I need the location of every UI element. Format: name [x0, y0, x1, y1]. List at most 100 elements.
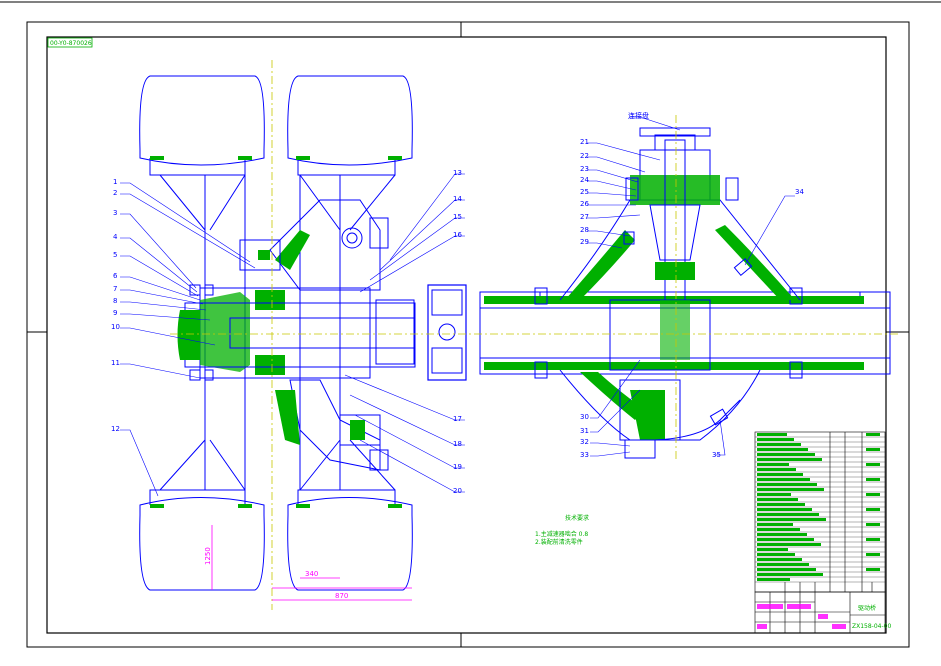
wheel-bolts: [189, 284, 214, 381]
callout-19: 19: [453, 463, 462, 471]
parts-list-entry: [757, 543, 821, 546]
parts-list-entry: [757, 483, 817, 486]
dimension-lines: [211, 525, 412, 601]
parts-list-entry: [757, 433, 787, 436]
tech-req-title: 技术要求: [565, 514, 589, 522]
callouts-diff: 连接盘 21 22 23 24 25 26 27 28 29 30 31 32 …: [580, 111, 804, 459]
parts-list-entry: [757, 518, 826, 521]
parts-list-entry: [757, 473, 803, 476]
callout-24: 24: [580, 176, 589, 184]
parts-list-entry: [757, 468, 796, 471]
callout-top: 连接盘: [628, 111, 649, 120]
parts-list-entry: [757, 563, 809, 566]
parts-list-entry: [757, 528, 800, 531]
parts-list-entry: [757, 488, 824, 491]
title-block-fills: [757, 604, 846, 629]
callout-13: 13: [453, 169, 462, 177]
callout-14: 14: [453, 195, 462, 203]
hub-assembly: [199, 199, 389, 471]
callout-21: 21: [580, 138, 589, 146]
center-lines: [170, 60, 900, 610]
callout-5: 5: [113, 251, 117, 259]
parts-list-qty: [866, 553, 880, 556]
parts-list-entry: [757, 553, 795, 556]
stamp-text: 00-Y0-870026: [50, 40, 92, 47]
callout-1: 1: [113, 178, 117, 186]
callouts-left: 1 2 3 4 5 6 7 8 9 10 11 12: [111, 178, 120, 433]
outer-frame: [26, 21, 910, 648]
callout-32: 32: [580, 438, 589, 446]
inner-frame: [46, 36, 887, 634]
parts-list-entry: [757, 448, 808, 451]
parts-list-rows: [755, 436, 885, 583]
parts-list-qty: [866, 568, 880, 571]
parts-list-entry: [757, 523, 793, 526]
parts-list-qty: [866, 538, 880, 541]
callout-4: 4: [113, 233, 118, 241]
callout-23: 23: [580, 165, 589, 173]
callout-26: 26: [580, 200, 589, 208]
callout-28: 28: [580, 226, 589, 234]
callout-6: 6: [113, 272, 118, 280]
tech-req-line-1: 1.主减速器啮合 0.8: [535, 530, 588, 538]
parts-list-qty: [866, 508, 880, 511]
callout-34: 34: [795, 188, 804, 196]
callout-20: 20: [453, 487, 462, 495]
parts-list-qty: [866, 448, 880, 451]
callout-29: 29: [580, 238, 589, 246]
callout-10: 10: [111, 323, 120, 331]
parts-list-qty: [866, 523, 880, 526]
parts-list-entry: [757, 458, 822, 461]
callouts-middle: 13 14 15 16 17 18 19 20: [453, 169, 462, 495]
parts-list-entry: [757, 453, 815, 456]
parts-list-entry: [757, 513, 819, 516]
callout-8: 8: [113, 297, 117, 305]
parts-list-text: [757, 433, 880, 581]
dim-wheel-track: 870: [335, 592, 348, 600]
parts-list-entry: [757, 578, 790, 581]
callout-25: 25: [580, 188, 589, 196]
callout-2: 2: [113, 189, 117, 197]
dim-dual-spacing: 340: [305, 570, 318, 578]
parts-list-entry: [757, 508, 812, 511]
callout-16: 16: [453, 231, 462, 239]
parts-list-entry: [757, 443, 801, 446]
title-block-name: 驱动桥: [858, 604, 876, 612]
callout-15: 15: [453, 213, 462, 221]
parts-list-qty: [866, 433, 880, 436]
parts-list-entry: [757, 498, 798, 501]
parts-list-entry: [757, 478, 810, 481]
stamp-box: [47, 37, 93, 48]
differential-carrier: [559, 127, 801, 459]
title-block: [754, 591, 886, 634]
callout-12: 12: [111, 425, 120, 433]
parts-list-entry: [757, 573, 823, 576]
parts-list-entry: [757, 533, 807, 536]
callout-27: 27: [580, 213, 589, 221]
parts-list-entry: [757, 493, 791, 496]
carrier-bolts: [623, 177, 739, 245]
parts-list-entry: [757, 568, 816, 571]
coupling-block: [375, 284, 467, 381]
parts-list-entry: [757, 548, 788, 551]
callout-35: 35: [712, 451, 721, 459]
callout-7: 7: [113, 285, 117, 293]
parts-list-entry: [757, 503, 805, 506]
parts-list-qty: [866, 463, 880, 466]
parts-list-entry: [757, 538, 814, 541]
parts-list-qty: [866, 493, 880, 496]
callout-31: 31: [580, 427, 589, 435]
parts-list-entry: [757, 438, 794, 441]
parts-list-entry: [757, 463, 789, 466]
parts-list-qty: [866, 478, 880, 481]
dim-tire-height: 1250: [204, 547, 212, 565]
callout-30: 30: [580, 413, 589, 421]
rim-sections: [150, 156, 402, 508]
callout-33: 33: [580, 451, 589, 459]
callout-22: 22: [580, 152, 589, 160]
leader-lines: [120, 116, 795, 497]
parts-list-entry: [757, 558, 802, 561]
title-block-code: ZX158-04-00: [852, 623, 891, 630]
half-shaft-left: [177, 302, 416, 368]
